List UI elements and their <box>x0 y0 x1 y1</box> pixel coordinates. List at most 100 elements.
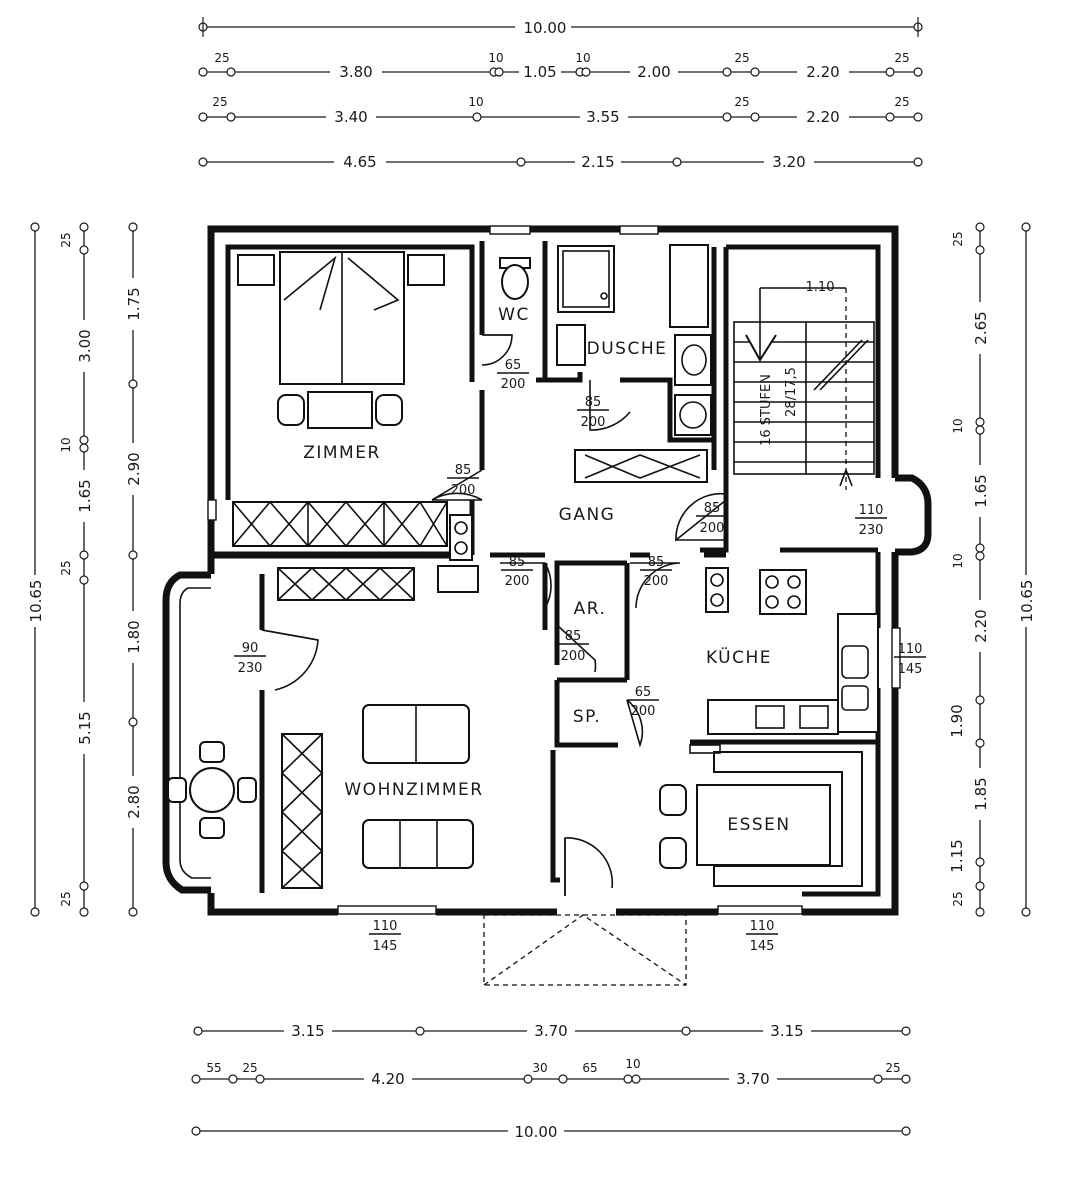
svg-text:200: 200 <box>631 704 656 719</box>
dim-top-r1-7: 2.20 <box>806 63 839 81</box>
dim-top-r3-1: 2.15 <box>581 153 614 171</box>
stair-steps-label: 16 STUFEN <box>759 374 774 446</box>
dim-right-d0: 25 <box>951 231 965 246</box>
svg-text:200: 200 <box>561 649 586 664</box>
svg-text:110: 110 <box>898 642 923 657</box>
dim-top-r2-3: 3.55 <box>586 108 619 126</box>
dim-top-r1-1: 3.80 <box>339 63 372 81</box>
svg-text:200: 200 <box>505 574 530 589</box>
stair-ratio-label: 28/17,5 <box>784 367 799 417</box>
dim-bot-r2-6: 3.70 <box>736 1070 769 1088</box>
svg-text:145: 145 <box>373 939 398 954</box>
dim-left-m2: 1.80 <box>125 620 143 653</box>
room-kueche: KÜCHE <box>706 646 772 668</box>
room-ar: AR. <box>574 599 607 619</box>
svg-text:90: 90 <box>242 641 259 656</box>
svg-text:230: 230 <box>238 661 263 676</box>
dim-left-m1: 2.90 <box>125 452 143 485</box>
dim-right-d4: 10 <box>951 553 965 568</box>
svg-text:85: 85 <box>648 555 665 570</box>
dim-left-d3: 1.65 <box>76 479 94 512</box>
svg-text:85: 85 <box>585 395 602 410</box>
dim-bot-r2-1: 25 <box>242 1061 257 1075</box>
windows <box>207 225 932 915</box>
room-dusche: DUSCHE <box>587 339 668 359</box>
dim-right-d7: 1.85 <box>972 777 990 810</box>
svg-text:200: 200 <box>700 521 725 536</box>
dim-bot-r2-3: 30 <box>532 1061 547 1075</box>
kueche-window-label: 110 145 <box>894 642 926 677</box>
ar-door-label: 85 200 <box>557 629 589 664</box>
room-gang: GANG <box>559 505 616 525</box>
dim-bot-r1-1: 3.70 <box>534 1022 567 1040</box>
dim-left-d2: 10 <box>59 437 73 452</box>
dim-bot-overall: 10.00 <box>515 1123 558 1141</box>
kueche-door-label: 85 200 <box>640 555 672 589</box>
dim-top-r2-4: 25 <box>734 95 749 109</box>
dim-right-d3: 1.65 <box>972 474 990 507</box>
svg-text:200: 200 <box>581 415 606 430</box>
dim-top-r2-1: 3.40 <box>334 108 367 126</box>
bottom-dimensions: 3.15 3.70 3.15 55 25 4.20 30 65 10 3.70 … <box>191 1020 911 1142</box>
room-labels: ZIMMER WC DUSCHE GANG AR. SP. KÜCHE WOHN… <box>303 305 789 835</box>
dim-right-d8: 1.15 <box>948 839 966 872</box>
wc-door-label: 65 200 <box>497 358 529 392</box>
dim-bot-r2-4: 65 <box>582 1061 597 1075</box>
stair-window-label: 110 230 <box>855 503 887 538</box>
svg-text:85: 85 <box>704 501 721 516</box>
dim-top-r1-0: 25 <box>214 51 229 65</box>
dim-top-r1-4: 10 <box>575 51 590 65</box>
dim-left-d4: 25 <box>59 560 73 575</box>
svg-text:110: 110 <box>373 919 398 934</box>
svg-text:145: 145 <box>898 662 923 677</box>
svg-text:85: 85 <box>565 629 582 644</box>
wohn-door-label: 85 200 <box>501 555 533 589</box>
dim-top-r1-6: 25 <box>734 51 749 65</box>
dim-bot-r2-0: 55 <box>206 1061 221 1075</box>
dim-left-d1: 3.00 <box>76 329 94 362</box>
dim-top-overall: 10.00 <box>524 19 567 37</box>
dim-bot-r2-7: 25 <box>885 1061 900 1075</box>
sp-door-label: 65 200 <box>627 685 659 719</box>
dim-left-overall: 10.65 <box>27 580 45 623</box>
dusche-door-label: 85 200 <box>577 395 609 430</box>
opening-labels: 65 200 85 200 85 200 85 200 110 230 85 2… <box>234 358 926 954</box>
dim-right-d6: 1.90 <box>948 704 966 737</box>
dim-top-r2-5: 2.20 <box>806 108 839 126</box>
entrance-canopy <box>483 914 687 986</box>
staircase: 1.10 16 STUFEN 28/17,5 <box>733 280 875 490</box>
left-dimensions: 10.65 25 3.00 10 1.65 25 5.15 25 1.75 2.… <box>24 222 144 917</box>
dim-left-m0: 1.75 <box>125 287 143 320</box>
svg-text:65: 65 <box>505 358 522 373</box>
dim-left-m3: 2.80 <box>125 785 143 818</box>
room-wohnzimmer: WOHNZIMMER <box>344 780 483 800</box>
dim-left-d6: 25 <box>59 891 73 906</box>
dim-top-r2-2: 10 <box>468 95 483 109</box>
dim-top-r1-2: 10 <box>488 51 503 65</box>
dim-right-d9: 25 <box>951 891 965 906</box>
dim-right-d2: 10 <box>951 418 965 433</box>
dim-top-r2-0: 25 <box>212 95 227 109</box>
dim-bot-r1-0: 3.15 <box>291 1022 324 1040</box>
dim-top-r1-5: 2.00 <box>637 63 670 81</box>
dim-left-d0: 25 <box>59 232 73 247</box>
dim-top-r3-0: 4.65 <box>343 153 376 171</box>
doors <box>261 334 727 896</box>
terrace-bay <box>162 571 211 894</box>
room-sp: SP. <box>573 707 601 727</box>
svg-text:200: 200 <box>644 574 669 589</box>
dim-right-overall: 10.65 <box>1018 580 1036 623</box>
svg-text:200: 200 <box>451 483 476 498</box>
zimmer-door-label: 85 200 <box>447 463 479 498</box>
wohn-window-label: 110 145 <box>369 919 401 954</box>
room-zimmer: ZIMMER <box>303 443 381 463</box>
terrace-door-label: 90 230 <box>234 641 266 676</box>
svg-text:85: 85 <box>509 555 526 570</box>
dim-bot-r1-2: 3.15 <box>770 1022 803 1040</box>
right-dimensions: 25 2.65 10 1.65 10 2.20 1.90 1.85 1.15 2… <box>948 222 1037 917</box>
dim-right-d1: 2.65 <box>972 311 990 344</box>
interior-walls <box>211 241 878 893</box>
svg-text:110: 110 <box>750 919 775 934</box>
dim-top-r2-6: 25 <box>894 95 909 109</box>
